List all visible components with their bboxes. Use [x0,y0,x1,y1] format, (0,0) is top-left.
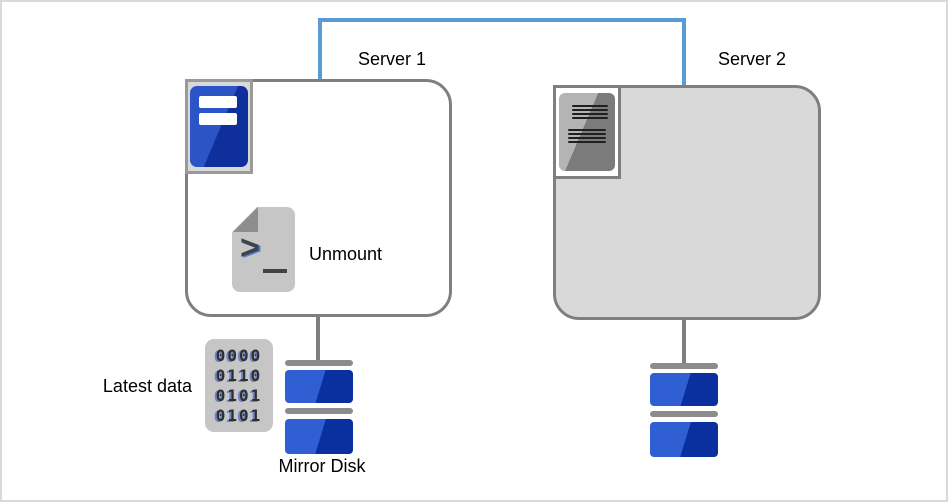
server1-icon-frame [185,79,253,174]
binary-row: 0101 [215,386,263,405]
disk-cap [285,360,353,366]
disk-platter [650,373,718,406]
server2-label: Server 2 [717,49,787,69]
gray-server-icon [559,93,615,171]
server-slot-bar [199,113,237,125]
mirror-disk-icon-server2 [650,363,718,457]
disk-platter [285,370,353,403]
latest-data-label: Latest data [102,376,192,396]
server-link-line-horizontal [318,18,686,22]
mirror-disk-icon-server1 [285,360,353,454]
script-prompt-glyph: > [240,229,260,267]
disk-cap [285,408,353,414]
server2-disk-stem [682,318,686,366]
server-slot-bar [199,96,237,108]
shell-script-file-icon: > [231,206,295,292]
unmount-label: Unmount [309,244,383,264]
server-link-line-left [318,18,322,80]
binary-row: 0110 [215,366,263,385]
disk-cap [650,411,718,417]
server-vent-group [568,129,606,143]
server-vent-group [572,105,608,119]
disk-cap [650,363,718,369]
binary-row: 0101 [215,406,263,425]
disk-platter [650,422,718,457]
binary-data-icon: 0000 0110 0101 0101 [205,339,273,432]
disk-platter [285,419,353,454]
server1-label: Server 1 [357,49,427,69]
server-link-line-right [682,18,686,86]
mirror-disk-label: Mirror Disk [278,456,366,476]
binary-row: 0000 [215,346,263,365]
blue-server-icon [190,86,248,167]
script-cursor-underscore [263,269,287,273]
server2-node [553,85,821,320]
server1-disk-stem [316,315,320,361]
server2-icon-frame [553,85,621,179]
